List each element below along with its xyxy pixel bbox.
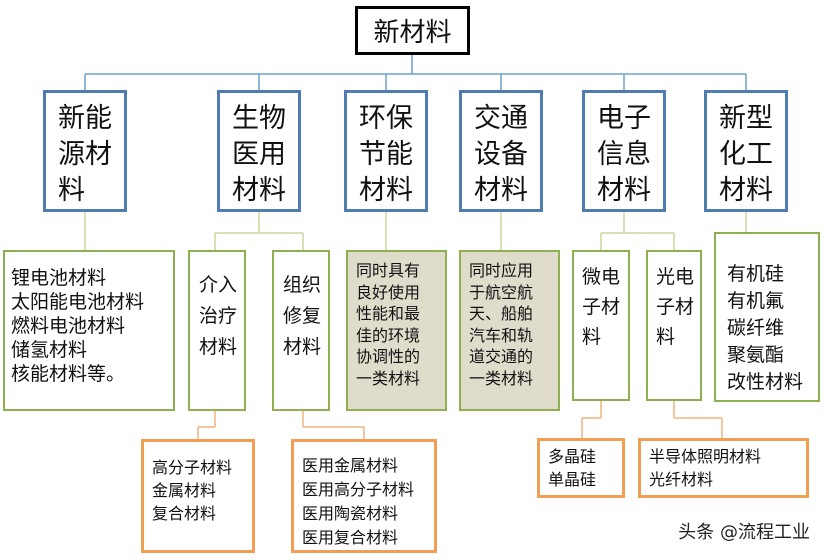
node-label: 组织 <box>283 274 322 296</box>
list-item: 核能材料等。 <box>11 363 126 385</box>
category-label: 化工 <box>719 139 773 170</box>
category-new-energy: 新能 源材 料 <box>43 90 127 212</box>
list-item: 多晶硅 <box>548 447 597 466</box>
list-item: 改性材料 <box>727 371 804 393</box>
description-line: 天、船舶 <box>469 304 534 323</box>
list-item: 储氢材料 <box>11 339 88 361</box>
intervention-therapy-box: 介入 治疗 材料 <box>188 250 246 411</box>
description-line: 协调性的 <box>356 347 421 366</box>
category-label: 交通 <box>474 103 528 134</box>
node-label: 材料 <box>283 336 322 358</box>
list-item: 有机硅 <box>727 263 785 285</box>
category-label: 设备 <box>474 139 528 170</box>
category-eco-energy-saving: 环保 节能 材料 <box>344 90 428 212</box>
list-item: 太阳能电池材料 <box>11 291 145 313</box>
node-label: 子材 <box>582 296 621 318</box>
description-line: 良好使用 <box>356 282 421 302</box>
root-node: 新材料 <box>355 6 470 55</box>
category-label: 材料 <box>597 175 651 206</box>
list-item: 医用高分子材料 <box>302 480 415 499</box>
root-label: 新材料 <box>373 18 452 48</box>
list-item: 燃料电池材料 <box>11 315 126 337</box>
category-label: 电子 <box>597 103 651 134</box>
category-electronic-info: 电子 信息 材料 <box>582 90 666 212</box>
list-item: 半导体照明材料 <box>649 447 762 466</box>
category-label: 源材 <box>58 139 112 170</box>
energy-material-list: 锂电池材料 太阳能电池材料 燃料电池材料 储氢材料 核能材料等。 <box>3 250 175 411</box>
list-item: 复合材料 <box>152 504 217 523</box>
description-line: 汽车和轨 <box>469 325 534 345</box>
list-item: 锂电池材料 <box>11 267 107 289</box>
category-label: 节能 <box>359 139 413 170</box>
node-label: 治疗 <box>199 305 238 327</box>
list-item: 单晶硅 <box>548 470 597 489</box>
category-label: 材料 <box>359 175 413 206</box>
list-item: 高分子材料 <box>152 458 233 477</box>
microelectronic-items-box: 多晶硅 单晶硅 <box>537 438 625 498</box>
description-line: 佳的环境 <box>356 325 421 345</box>
category-label: 料 <box>58 175 85 206</box>
list-item: 碳纤维 <box>727 317 785 339</box>
list-item: 光纤材料 <box>649 470 714 489</box>
node-label: 微电 <box>582 266 621 288</box>
tissue-repair-box: 组织 修复 材料 <box>272 250 330 411</box>
transport-description-box: 同时应用 于航空航 天、船舶 汽车和轨 道交通的 一类材料 <box>459 250 560 411</box>
category-biomedical: 生物 医用 材料 <box>217 90 301 212</box>
repair-items-box: 医用金属材料 医用高分子材料 医用陶瓷材料 医用复合材料 <box>291 439 437 553</box>
chemical-material-list: 有机硅 有机氟 碳纤维 聚氨酯 改性材料 <box>714 232 820 402</box>
description-line: 一类材料 <box>356 368 421 388</box>
category-label: 医用 <box>232 139 286 170</box>
node-label: 介入 <box>199 274 238 296</box>
node-label: 子材 <box>656 296 695 318</box>
category-label: 材料 <box>719 175 773 206</box>
description-line: 于航空航 <box>469 282 534 302</box>
list-item: 聚氨酯 <box>727 344 785 366</box>
list-item: 医用金属材料 <box>302 456 399 475</box>
intervention-items-box: 高分子材料 金属材料 复合材料 <box>141 439 255 553</box>
list-item: 医用陶瓷材料 <box>302 504 399 523</box>
microelectronic-box: 微电 子材 料 <box>572 250 630 401</box>
description-line: 性能和最 <box>356 304 421 323</box>
node-label: 材料 <box>199 336 238 358</box>
category-label: 新能 <box>58 103 112 134</box>
category-label: 材料 <box>232 175 286 206</box>
description-line: 同时应用 <box>469 261 534 280</box>
list-item: 金属材料 <box>152 481 217 500</box>
description-line: 道交通的 <box>469 347 534 366</box>
description-line: 同时具有 <box>356 261 421 280</box>
optoelectronic-items-box: 半导体照明材料 光纤材料 <box>638 438 809 498</box>
description-line: 一类材料 <box>469 368 534 388</box>
category-transport-equipment: 交通 设备 材料 <box>459 90 543 212</box>
category-label: 环保 <box>359 103 413 134</box>
node-label: 料 <box>582 326 602 348</box>
category-label: 生物 <box>232 103 286 134</box>
optoelectronic-box: 光电 子材 料 <box>646 250 702 401</box>
eco-description-box: 同时具有 良好使用 性能和最 佳的环境 协调性的 一类材料 <box>346 250 447 411</box>
node-label: 光电 <box>656 266 695 288</box>
node-label: 料 <box>656 326 676 348</box>
list-item: 医用复合材料 <box>302 528 399 547</box>
watermark: 头条 @流程工业 <box>678 522 810 543</box>
category-label: 信息 <box>597 139 651 170</box>
node-label: 修复 <box>283 305 322 327</box>
category-label: 新型 <box>719 103 773 134</box>
category-label: 材料 <box>474 175 528 206</box>
list-item: 有机氟 <box>727 290 785 312</box>
category-new-chemical: 新型 化工 材料 <box>704 90 788 212</box>
